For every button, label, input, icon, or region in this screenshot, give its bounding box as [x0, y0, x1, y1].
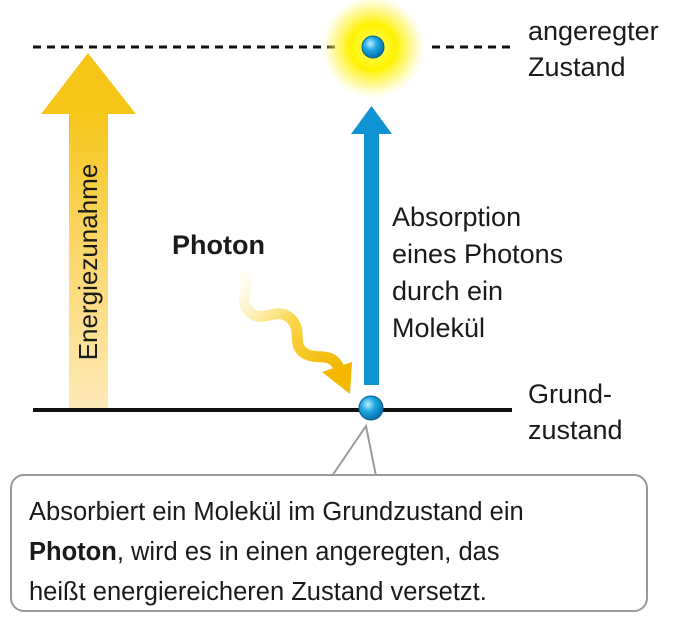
- caption-photon-bold: Photon: [29, 538, 117, 566]
- callout-pointer: [332, 426, 376, 476]
- absorption-label-line-4: Molekül: [392, 313, 486, 343]
- absorption-label-line-1: Absorption: [392, 202, 522, 232]
- absorption-label-line-2: eines Photons: [392, 239, 564, 269]
- caption-box: Absorbiert ein Molekül im Grundzustand e…: [10, 474, 648, 612]
- excited-state-label-line-2: Zustand: [528, 52, 626, 82]
- absorption-label-line-3: durch ein: [392, 276, 504, 306]
- absorption-arrow: [351, 106, 392, 385]
- ground-state-label: Grund- zustand: [528, 376, 623, 448]
- caption-line-2: Photon, wird es in einen angeregten, das: [29, 532, 628, 572]
- caption-line-3: heißt energiereicheren Zustand versetzt.: [29, 578, 487, 606]
- energy-increase-arrow: [41, 53, 136, 408]
- caption-line-2-rest: , wird es in einen angeregten, das: [116, 538, 500, 566]
- ground-molecule: [358, 395, 384, 421]
- energy-increase-label-text: Energiezunahme: [73, 163, 103, 361]
- absorption-label: Absorption eines Photons durch ein Molek…: [392, 199, 563, 347]
- photon-label: Photon: [172, 230, 265, 260]
- ground-state-label-line-1: Grund-: [528, 379, 613, 409]
- excited-state-label-line-1: angeregter: [528, 16, 659, 46]
- caption-line-1: Absorbiert ein Molekül im Grundzustand e…: [29, 498, 524, 526]
- excited-state-label: angeregter Zustand: [528, 13, 659, 85]
- callout-pointer-outline: [331, 423, 377, 477]
- ground-state-label-line-2: zustand: [528, 415, 623, 445]
- excited-molecule: [361, 35, 385, 59]
- photon-wave-arrow: [238, 270, 352, 394]
